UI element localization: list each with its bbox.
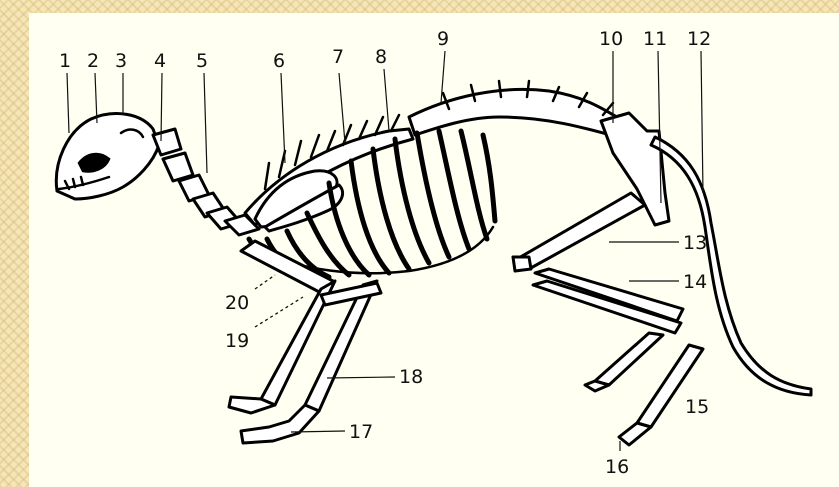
label-20: 20 [225, 292, 249, 314]
diagram-panel: 1 2 3 4 5 6 7 8 9 10 11 12 13 14 15 16 1… [29, 13, 839, 487]
tibia [533, 269, 683, 333]
label-18: 18 [399, 366, 423, 388]
label-10: 10 [599, 28, 623, 50]
label-2: 2 [87, 50, 99, 72]
label-5: 5 [196, 50, 208, 72]
label-12: 12 [687, 28, 711, 50]
scapula [255, 171, 343, 231]
label-13: 13 [683, 232, 707, 254]
label-3: 3 [115, 50, 127, 72]
label-14: 14 [683, 271, 707, 293]
label-6: 6 [273, 50, 285, 72]
label-19: 19 [225, 330, 249, 352]
label-4: 4 [154, 50, 166, 72]
label-11: 11 [643, 28, 667, 50]
label-17: 17 [349, 421, 373, 443]
front-legs [229, 281, 381, 443]
label-15: 15 [685, 396, 709, 418]
hind-feet [585, 333, 703, 445]
label-9: 9 [437, 28, 449, 50]
label-8: 8 [375, 46, 387, 68]
skull [56, 114, 159, 199]
label-16: 16 [605, 456, 629, 478]
label-1: 1 [59, 50, 71, 72]
skeleton-diagram: 1 2 3 4 5 6 7 8 9 10 11 12 13 14 15 16 1… [29, 13, 839, 487]
tail [651, 137, 811, 395]
femur [513, 193, 645, 271]
label-7: 7 [332, 46, 344, 68]
